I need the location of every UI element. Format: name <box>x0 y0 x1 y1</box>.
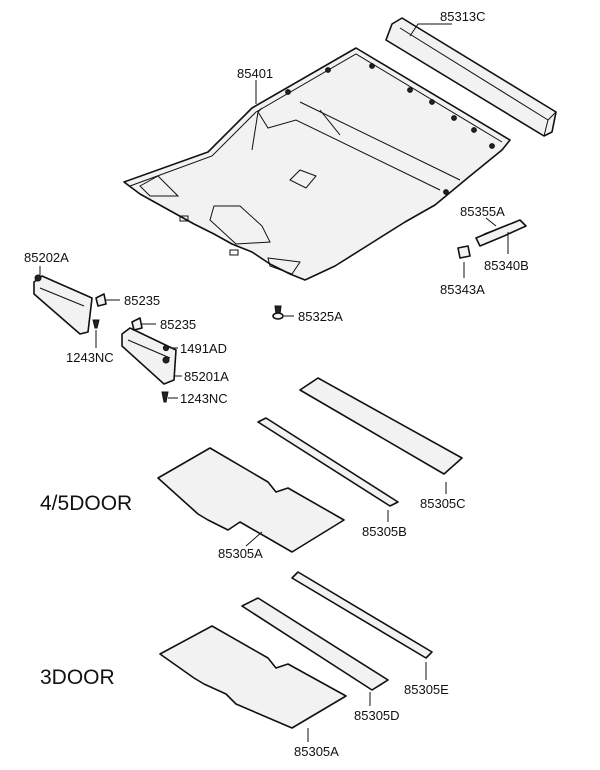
strip-85305B <box>257 417 399 507</box>
pad-85305D <box>241 597 389 691</box>
pad-85305C <box>299 377 463 475</box>
screw-1491AD <box>162 344 170 352</box>
label-85201A: 85201A <box>184 369 229 384</box>
label-85305C: 85305C <box>420 496 466 511</box>
bolt-85325A <box>272 305 284 320</box>
screw-1243NC-a <box>92 319 100 329</box>
label-85343A: 85343A <box>440 282 485 297</box>
label-85305A-bottom: 85305A <box>294 744 339 759</box>
label-85340B: 85340B <box>484 258 529 273</box>
leader-lines <box>39 23 509 742</box>
label-85313C: 85313C <box>440 9 486 24</box>
label-85305D: 85305D <box>354 708 400 723</box>
label-85305B: 85305B <box>362 524 407 539</box>
roof-trim-85313C <box>385 17 557 137</box>
label-1491AD: 1491AD <box>180 341 227 356</box>
label-85325A: 85325A <box>298 309 343 324</box>
label-1243NC-b: 1243NC <box>180 391 228 406</box>
assist-handle-85340B <box>475 219 527 247</box>
label-85235-b: 85235 <box>160 317 196 332</box>
sun-visor-85201A <box>121 327 177 385</box>
pad-85305A-three-door <box>159 625 347 729</box>
label-85235-a: 85235 <box>124 293 160 308</box>
label-1243NC-a: 1243NC <box>66 350 114 365</box>
handle-cap-85343A <box>457 245 471 259</box>
section-label-three-door: 3DOOR <box>40 666 115 689</box>
label-85305A-top: 85305A <box>218 546 263 561</box>
visor-holder-85235-b <box>131 317 143 331</box>
label-85305E: 85305E <box>404 682 449 697</box>
label-85202A: 85202A <box>24 250 69 265</box>
section-label-four-five-door: 4/5DOOR <box>40 492 132 515</box>
strip-85305E <box>291 571 433 659</box>
label-85355A: 85355A <box>460 204 505 219</box>
sun-visor-85202A <box>33 274 93 335</box>
label-85401: 85401 <box>237 66 273 81</box>
pad-85305A-four-five-door <box>157 447 345 553</box>
headliner-85401 <box>123 47 511 281</box>
screw-1243NC-b <box>161 391 169 403</box>
visor-holder-85235-a <box>95 293 107 307</box>
